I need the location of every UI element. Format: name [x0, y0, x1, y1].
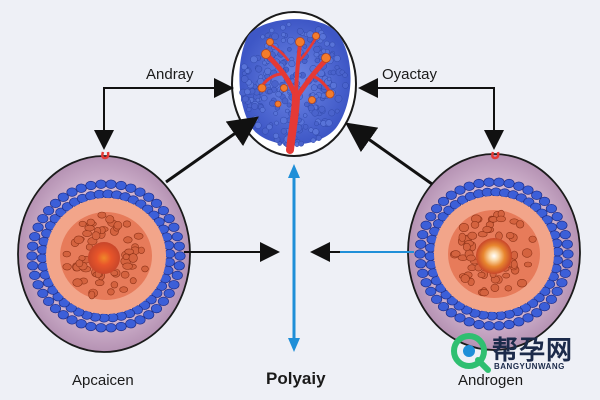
watermark: 帮孕网 BANGYUNWANG — [448, 326, 596, 378]
label-bottom-right: Androgen — [458, 372, 524, 389]
label-bottom-center: Polyaiy — [266, 369, 326, 388]
right-red-hook — [491, 151, 500, 160]
arrow-right-loop — [358, 78, 495, 148]
label-bottom-left: Apcaicen — [72, 372, 134, 389]
arrow-left-loop — [103, 78, 234, 148]
label-top-right: Oyactay — [382, 66, 438, 83]
watermark-logo-icon — [451, 333, 491, 373]
right-follicle-icon — [407, 153, 581, 351]
left-red-hook — [101, 151, 110, 160]
watermark-chinese: 帮孕网 — [492, 336, 574, 366]
arrow-left-diagonal — [165, 116, 259, 184]
left-follicle-icon — [17, 155, 191, 353]
label-top-left: Andray — [146, 66, 194, 83]
watermark-latin: BANGYUNWANG — [494, 362, 565, 371]
arrow-right-diagonal — [345, 122, 433, 186]
top-gland-icon — [231, 11, 357, 157]
